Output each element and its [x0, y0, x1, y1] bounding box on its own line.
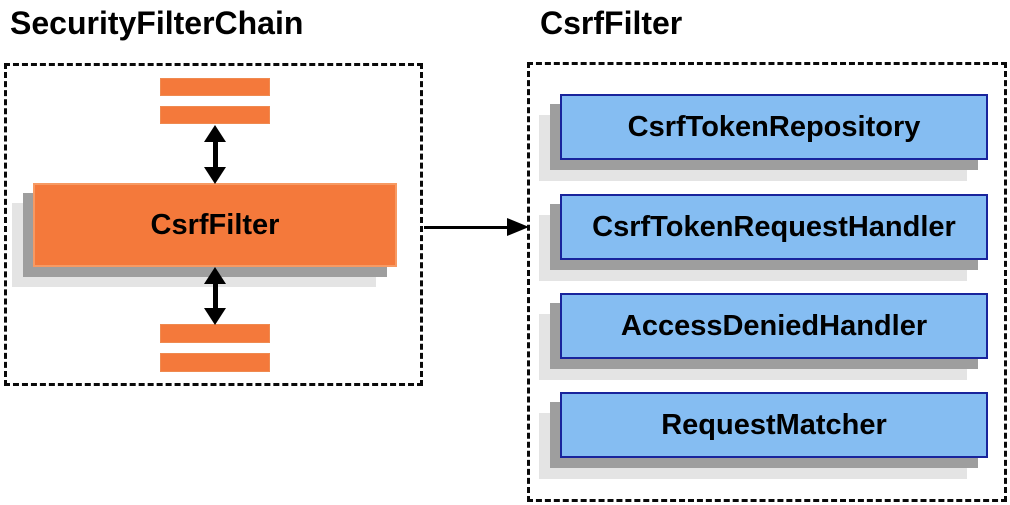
- arrowhead-up-icon: [204, 125, 226, 142]
- security-filter-chain-panel: [4, 63, 423, 386]
- request-matcher-box: RequestMatcher: [560, 392, 988, 458]
- security-filter-chain-title: SecurityFilterChain: [10, 5, 304, 41]
- component-label: CsrfTokenRequestHandler: [592, 210, 956, 243]
- flow-arrow-shaft: [424, 226, 509, 229]
- filter-placeholder-bar: [160, 324, 270, 343]
- up-down-arrow: [203, 267, 227, 325]
- csrf-token-repository-box: CsrfTokenRepository: [560, 94, 988, 160]
- csrf-filter-box-label: CsrfFilter: [150, 208, 280, 241]
- arrow-shaft: [213, 139, 218, 170]
- component-stack: AccessDeniedHandler: [539, 293, 1009, 381]
- arrow-shaft: [213, 281, 218, 311]
- filter-placeholder-bar: [160, 78, 270, 96]
- csrf-token-request-handler-box: CsrfTokenRequestHandler: [560, 194, 988, 260]
- arrowhead-right-icon: [507, 218, 529, 236]
- arrowhead-down-icon: [204, 308, 226, 325]
- csrf-filter-components-panel: [527, 62, 1007, 502]
- component-stack: RequestMatcher: [539, 392, 1009, 480]
- arrowhead-down-icon: [204, 167, 226, 184]
- arrowhead-up-icon: [204, 267, 226, 284]
- csrf-filter-box: CsrfFilter: [33, 183, 397, 267]
- csrf-filter-stack: CsrfFilter: [12, 183, 418, 308]
- csrf-filter-panel-title: CsrfFilter: [540, 5, 683, 41]
- component-label: CsrfTokenRepository: [627, 110, 921, 143]
- component-label: RequestMatcher: [661, 408, 887, 441]
- filter-placeholder-bar: [160, 353, 270, 372]
- component-stack: CsrfTokenRepository: [539, 94, 1009, 182]
- component-stack: CsrfTokenRequestHandler: [539, 194, 1009, 282]
- access-denied-handler-box: AccessDeniedHandler: [560, 293, 988, 359]
- up-down-arrow: [203, 125, 227, 184]
- filter-placeholder-bar: [160, 106, 270, 124]
- component-label: AccessDeniedHandler: [620, 309, 928, 342]
